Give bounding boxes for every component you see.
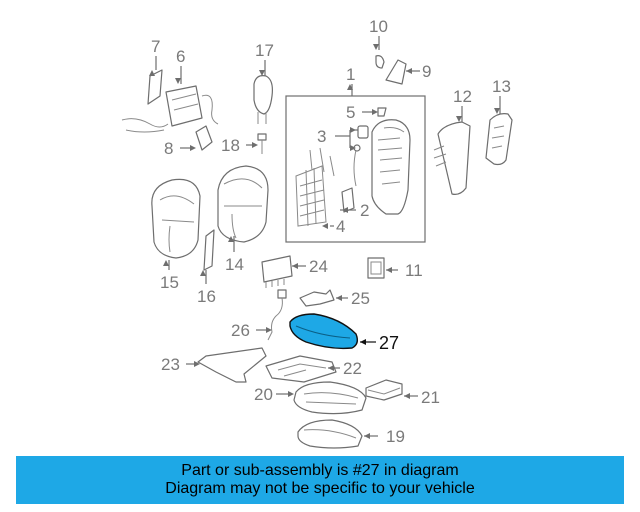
callout-4: 4	[336, 217, 345, 236]
callout-labels: 1 2 3 4 5 6 7 8 9 10 11 12 13 14 15 16 1…	[151, 17, 511, 446]
part-10-clip	[375, 55, 385, 69]
part-9-trim	[385, 59, 407, 85]
parts-diagram: 1 2 3 4 5 6 7 8 9 10 11 12 13 14 15 16 1…	[121, 17, 513, 449]
part-8-switch	[195, 125, 213, 151]
callout-15: 15	[160, 273, 179, 292]
seat-back-frame-box	[285, 95, 426, 243]
callout-7: 7	[151, 37, 160, 56]
callout-19: 19	[386, 427, 405, 446]
part-25-bracket	[299, 289, 335, 307]
callout-8: 8	[164, 139, 173, 158]
callout-22: 22	[343, 359, 362, 378]
callout-23: 23	[161, 355, 180, 374]
part-3-clips	[353, 125, 369, 152]
callout-21: 21	[421, 388, 440, 407]
part-27-arrowhead	[360, 339, 366, 345]
callout-25: 25	[351, 289, 370, 308]
callout-24: 24	[309, 257, 328, 276]
part-17-headrest	[253, 75, 273, 124]
part-16-trim	[203, 229, 215, 271]
callout-27: 27	[379, 333, 399, 353]
callout-5: 5	[346, 103, 355, 122]
callout-26: 26	[231, 321, 250, 340]
part-18-guide	[257, 133, 267, 154]
part-7-bracket	[147, 69, 163, 105]
part-12-seatback-panel	[433, 121, 471, 195]
part-24-module	[261, 255, 293, 288]
seat-frame-part	[371, 119, 411, 215]
part-27-highlighted-cushion	[289, 313, 359, 350]
callout-1: 1	[346, 65, 355, 84]
callout-14: 14	[225, 255, 244, 274]
banner-line-1: Part or sub-assembly is #27 in diagram	[181, 462, 459, 479]
part-21-pad	[365, 379, 403, 401]
part-13-seatback-cover	[485, 113, 513, 166]
part-22-pan	[265, 355, 337, 383]
part-5-clip	[377, 107, 387, 117]
part-4-spring-frame	[295, 147, 335, 227]
callout-9: 9	[422, 62, 431, 81]
callout-13: 13	[492, 77, 511, 96]
callout-2: 2	[360, 201, 369, 220]
callout-3: 3	[317, 127, 326, 146]
banner-line-2: Diagram may not be specific to your vehi…	[165, 480, 475, 497]
callout-11: 11	[405, 261, 423, 280]
callout-12: 12	[453, 87, 472, 106]
callout-20: 20	[254, 385, 273, 404]
part-6-heater-pad	[121, 85, 219, 133]
arrowheads	[149, 44, 500, 439]
part-15-seatback-cover	[151, 178, 201, 259]
info-banner: Part or sub-assembly is #27 in diagram D…	[16, 456, 624, 504]
callout-6: 6	[176, 47, 185, 66]
callout-10: 10	[369, 17, 388, 36]
part-26-sensor	[267, 289, 287, 341]
part-23-rail	[197, 347, 267, 383]
callout-17: 17	[255, 41, 274, 60]
callout-16: 16	[197, 287, 216, 306]
callout-18: 18	[221, 136, 240, 155]
part-2-bracket	[341, 149, 357, 213]
part-14-seatback-cover	[217, 165, 269, 243]
part-11-connector	[367, 257, 385, 279]
part-19-cushion-cover	[297, 419, 363, 449]
part-20-cushion-foam	[293, 381, 367, 415]
